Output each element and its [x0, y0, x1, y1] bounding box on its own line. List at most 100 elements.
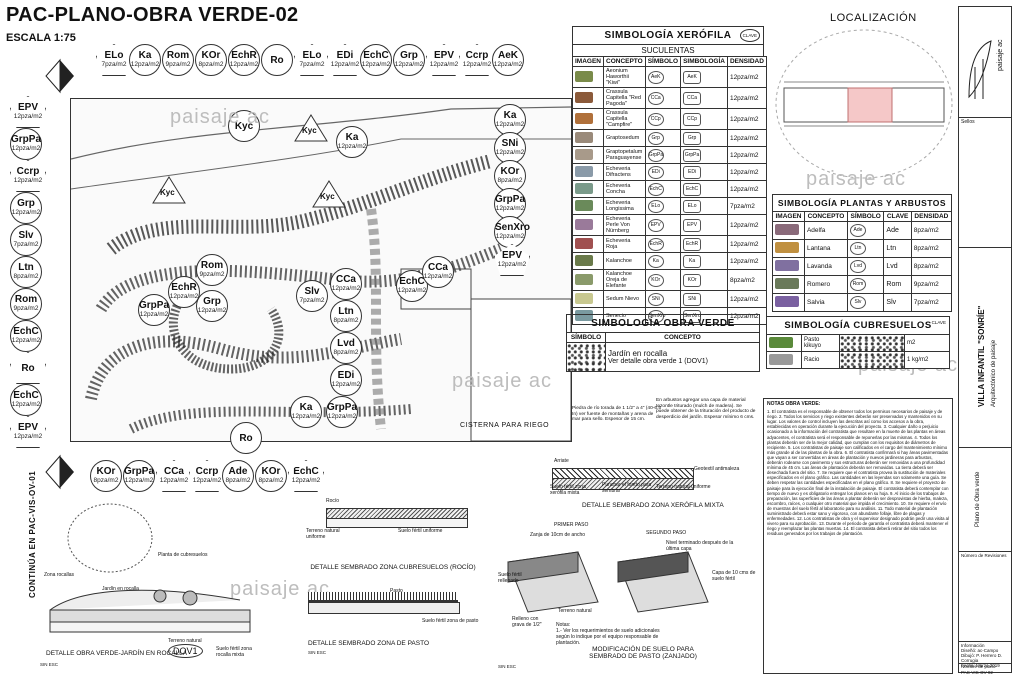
symbol-cell: EPV — [644, 214, 682, 236]
density-cell: 8pza/m2 — [910, 221, 953, 240]
simbologia-cell: GrpPa — [680, 146, 728, 164]
xero-note: En arbustos agregar una capa de material… — [656, 398, 756, 420]
detail-xerofila-mixta: Piedra de río torada de 1 1/2" a 4" (40-… — [544, 398, 764, 518]
plant-photo-icon — [575, 199, 593, 211]
simbologia-icon: Ka — [683, 254, 702, 268]
plant-symbol-icon: EPV — [647, 218, 664, 232]
simbologia-icon: EchR — [683, 237, 702, 251]
tag-code: Slv — [18, 230, 34, 241]
triangle-tag: Kyc — [294, 114, 328, 147]
symbol-cell: Grp — [644, 129, 682, 147]
simbologia-cell: EchC — [680, 180, 728, 198]
plant-image — [572, 163, 604, 181]
tag-code: EchC — [13, 390, 39, 401]
tag-rate: 12pza/m2 — [11, 337, 41, 344]
tag-rate: 8pza/m2 — [93, 477, 119, 484]
plant-tag: Ro — [261, 44, 293, 76]
tag-code: ELo — [302, 50, 322, 61]
triangle-tag-icon — [294, 114, 328, 142]
plant-photo-icon — [575, 148, 593, 160]
plant-image — [572, 214, 604, 236]
notes-label: Notas: — [556, 622, 571, 628]
logo-text: paisaje ac — [997, 39, 1004, 71]
tag-code: GrpPa — [11, 134, 42, 145]
tag-rate: 12pza/m2 — [495, 121, 525, 128]
plant-photo-icon — [775, 242, 799, 253]
tag-rate: 12pza/m2 — [197, 307, 227, 314]
tag-code: Ccrp — [195, 466, 219, 477]
simbologia-icon: SenXro — [683, 309, 702, 323]
symbol-cell: Lvd — [846, 257, 885, 276]
triangle-code: Kyc — [160, 188, 175, 197]
plant-image — [772, 257, 805, 276]
clave-cell: Lvd — [883, 257, 912, 276]
xero-label: Terreno natural uniforme — [656, 484, 711, 490]
plan-title: PAC-PLANO-OBRA VERDE-02 — [6, 4, 299, 26]
simbologia-cell: EDi — [680, 163, 728, 181]
concept-cell: Pasto kikuyo — [801, 334, 840, 352]
concept-cell: Crassula Capitella "Campfire" — [603, 108, 646, 130]
tag-rate: 12pza/m2 — [423, 273, 453, 280]
tag-rate: 12pza/m2 — [361, 61, 391, 68]
tag-code: EDi — [337, 370, 355, 381]
tag-code: Rom — [166, 50, 190, 61]
divider — [959, 663, 1011, 664]
symbol-cell — [839, 334, 905, 352]
circle-tag-icon: Ro — [261, 44, 293, 76]
symbol-cell: SNi — [644, 290, 682, 308]
simbologia-cell: ELo — [680, 197, 728, 215]
plant-symbol-icon: Ka — [647, 254, 664, 268]
zanja-label: Zanja de 10cm de ancho — [530, 532, 586, 538]
tag-code: Ka — [299, 402, 313, 413]
simbologia-icon: AeK — [683, 70, 702, 84]
title-block: paisaje ac Sellos VILLA INFANTIL "SONRÍE… — [958, 6, 1012, 675]
triangle-code: Kyc — [302, 126, 317, 135]
tag-rate: 9pza/m2 — [199, 271, 225, 278]
plant-image — [766, 334, 802, 352]
plant-image — [572, 87, 604, 109]
tag-rate: 12pza/m2 — [497, 261, 527, 268]
tag-code: EchR — [231, 50, 257, 61]
density-cell: 12pza/m2 — [726, 214, 767, 236]
density-cell: 7pza/m2 — [726, 197, 767, 215]
table-header: SÍMBOLO — [846, 211, 885, 222]
plant-photo-icon — [575, 237, 593, 249]
circle-tag-icon: Kyc — [228, 110, 260, 142]
tag-code: Ka — [503, 110, 517, 121]
plant-symbol-icon: AeK — [647, 70, 664, 84]
symbol-cell: Ade — [846, 221, 885, 240]
density-cell: 8pza/m2 — [726, 269, 767, 291]
simbologia-cell: EchR — [680, 235, 728, 253]
concept-cell: Kalanchoe Oreja de Elefante — [603, 269, 646, 291]
plant-photo-icon — [575, 182, 593, 194]
concept-cell: Senecio — [603, 307, 646, 325]
